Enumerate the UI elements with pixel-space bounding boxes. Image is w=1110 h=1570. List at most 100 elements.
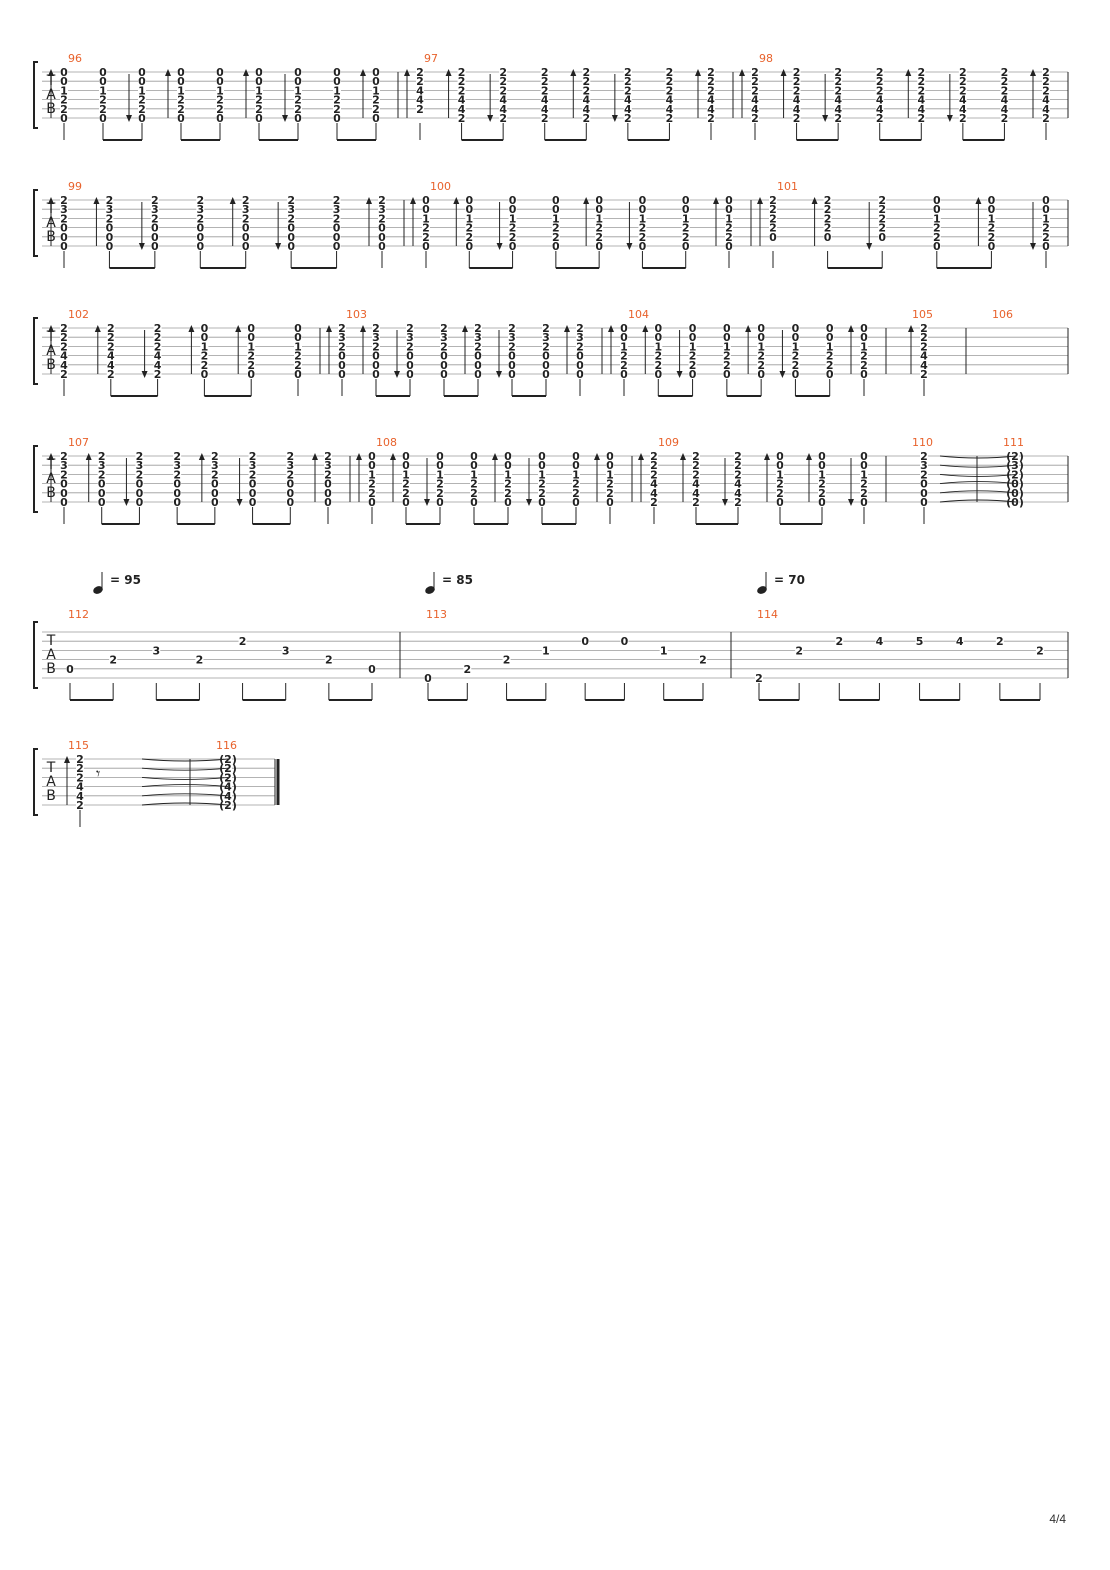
strum-down-arrow xyxy=(141,371,148,378)
fret-knockout xyxy=(440,341,448,351)
fret-number: 4 xyxy=(416,84,424,97)
fret-number: 2 xyxy=(876,84,884,97)
fret-number: 2 xyxy=(60,94,68,107)
fret-knockout xyxy=(734,497,742,506)
fret-number: 2 xyxy=(818,487,826,500)
fret-knockout xyxy=(60,341,68,351)
fret-number: 0 xyxy=(368,459,376,472)
fret-number: 0 xyxy=(552,194,560,207)
measure-number: 106 xyxy=(992,308,1013,321)
fret-knockout xyxy=(465,204,474,214)
fret-number: 0 xyxy=(1042,240,1050,253)
fret-number: 0 xyxy=(211,496,219,509)
fret-number: 2 xyxy=(499,112,507,125)
fret-knockout xyxy=(224,790,232,800)
strum-up-arrow xyxy=(905,69,912,76)
fret-number: 1 xyxy=(988,212,996,225)
fret-knockout xyxy=(416,85,424,95)
strum-up-arrow xyxy=(94,325,101,332)
fret-knockout xyxy=(725,195,733,204)
fret-number: 2 xyxy=(333,212,341,225)
fret-number: 0 xyxy=(572,450,580,463)
strum-up-arrow xyxy=(390,453,396,460)
system-bracket xyxy=(33,61,38,129)
fret-knockout xyxy=(286,478,295,488)
fret-knockout xyxy=(620,350,628,360)
fret-knockout xyxy=(860,497,868,506)
fret-knockout xyxy=(623,67,632,76)
fret-knockout xyxy=(150,222,159,232)
fret-number: 0 xyxy=(606,459,614,472)
fret-knockout xyxy=(932,241,941,250)
fret-knockout xyxy=(470,478,478,488)
fret-number: 1 xyxy=(776,468,784,481)
fret-number: 0 xyxy=(654,368,662,381)
fret-number: 0 xyxy=(769,231,777,244)
fret-knockout xyxy=(955,636,964,646)
fret-knockout xyxy=(751,103,759,113)
fret-knockout xyxy=(792,76,801,86)
fret-number: 2 xyxy=(723,350,731,363)
fret-knockout xyxy=(654,369,663,378)
fret-knockout xyxy=(196,213,205,223)
fret-number: 2 xyxy=(682,231,690,244)
fret-number: 2 xyxy=(416,66,424,79)
fret-number: 4 xyxy=(876,635,884,648)
fret-number: 2 xyxy=(582,75,590,88)
fret-knockout xyxy=(725,241,733,250)
fret-knockout xyxy=(791,369,800,378)
fret-knockout xyxy=(196,204,205,214)
fret-knockout xyxy=(60,195,68,204)
fret-number: 0 xyxy=(682,240,690,253)
fret-number: 2 xyxy=(508,340,516,353)
fret-knockout xyxy=(402,487,410,497)
fret-knockout xyxy=(650,497,658,506)
fret-number: 2 xyxy=(242,212,250,225)
system-bracket xyxy=(33,621,38,689)
fret-number: 2 xyxy=(552,231,560,244)
fret-number: 3 xyxy=(474,331,482,344)
fret-knockout xyxy=(751,76,759,86)
fret-number: 2 xyxy=(470,478,478,491)
fret-knockout xyxy=(255,67,263,76)
fret-number: 0 xyxy=(106,231,114,244)
fret-knockout xyxy=(210,487,219,497)
fret-number: 0 xyxy=(60,496,68,509)
measure-number: 99 xyxy=(68,180,82,193)
fret-knockout xyxy=(241,213,250,223)
fret-number: 2 xyxy=(458,66,466,79)
fret-knockout xyxy=(834,103,843,113)
fret-number: 0 xyxy=(201,322,209,335)
fret-number: 0 xyxy=(470,496,478,509)
strum-down-arrow xyxy=(236,499,243,506)
fret-knockout xyxy=(216,76,224,86)
fret-number: 1 xyxy=(60,84,68,97)
fret-knockout xyxy=(707,113,715,122)
measure-number: 107 xyxy=(68,436,89,449)
fret-number: 2 xyxy=(294,94,302,107)
fret-knockout xyxy=(823,195,832,204)
fret-number: 2 xyxy=(552,222,560,235)
fret-number: 2 xyxy=(509,222,517,235)
strum-up-arrow xyxy=(583,197,590,204)
fret-number: 1 xyxy=(504,468,512,481)
fret-knockout xyxy=(105,241,114,250)
fret-number: 0 xyxy=(508,359,516,372)
fret-number: 0 xyxy=(368,663,376,676)
fret-knockout xyxy=(1042,94,1050,104)
fret-knockout xyxy=(776,451,784,460)
strum-up-arrow xyxy=(570,69,577,76)
fret-number: 2 xyxy=(60,340,68,353)
fret-number: 3 xyxy=(60,203,68,216)
tab-systems: TAB9600122000122000122000122000122000122… xyxy=(33,52,1069,827)
strum-down-arrow xyxy=(282,115,288,122)
fret-knockout xyxy=(200,359,209,369)
fret-knockout xyxy=(725,222,733,232)
fret-number: 2 xyxy=(333,194,341,207)
fret-knockout xyxy=(707,76,715,86)
fret-number: 1 xyxy=(660,644,668,657)
fret-knockout xyxy=(692,497,700,506)
measure-number: 103 xyxy=(346,308,367,321)
fret-number: 2 xyxy=(959,66,967,79)
fret-number: 3 xyxy=(211,459,219,472)
